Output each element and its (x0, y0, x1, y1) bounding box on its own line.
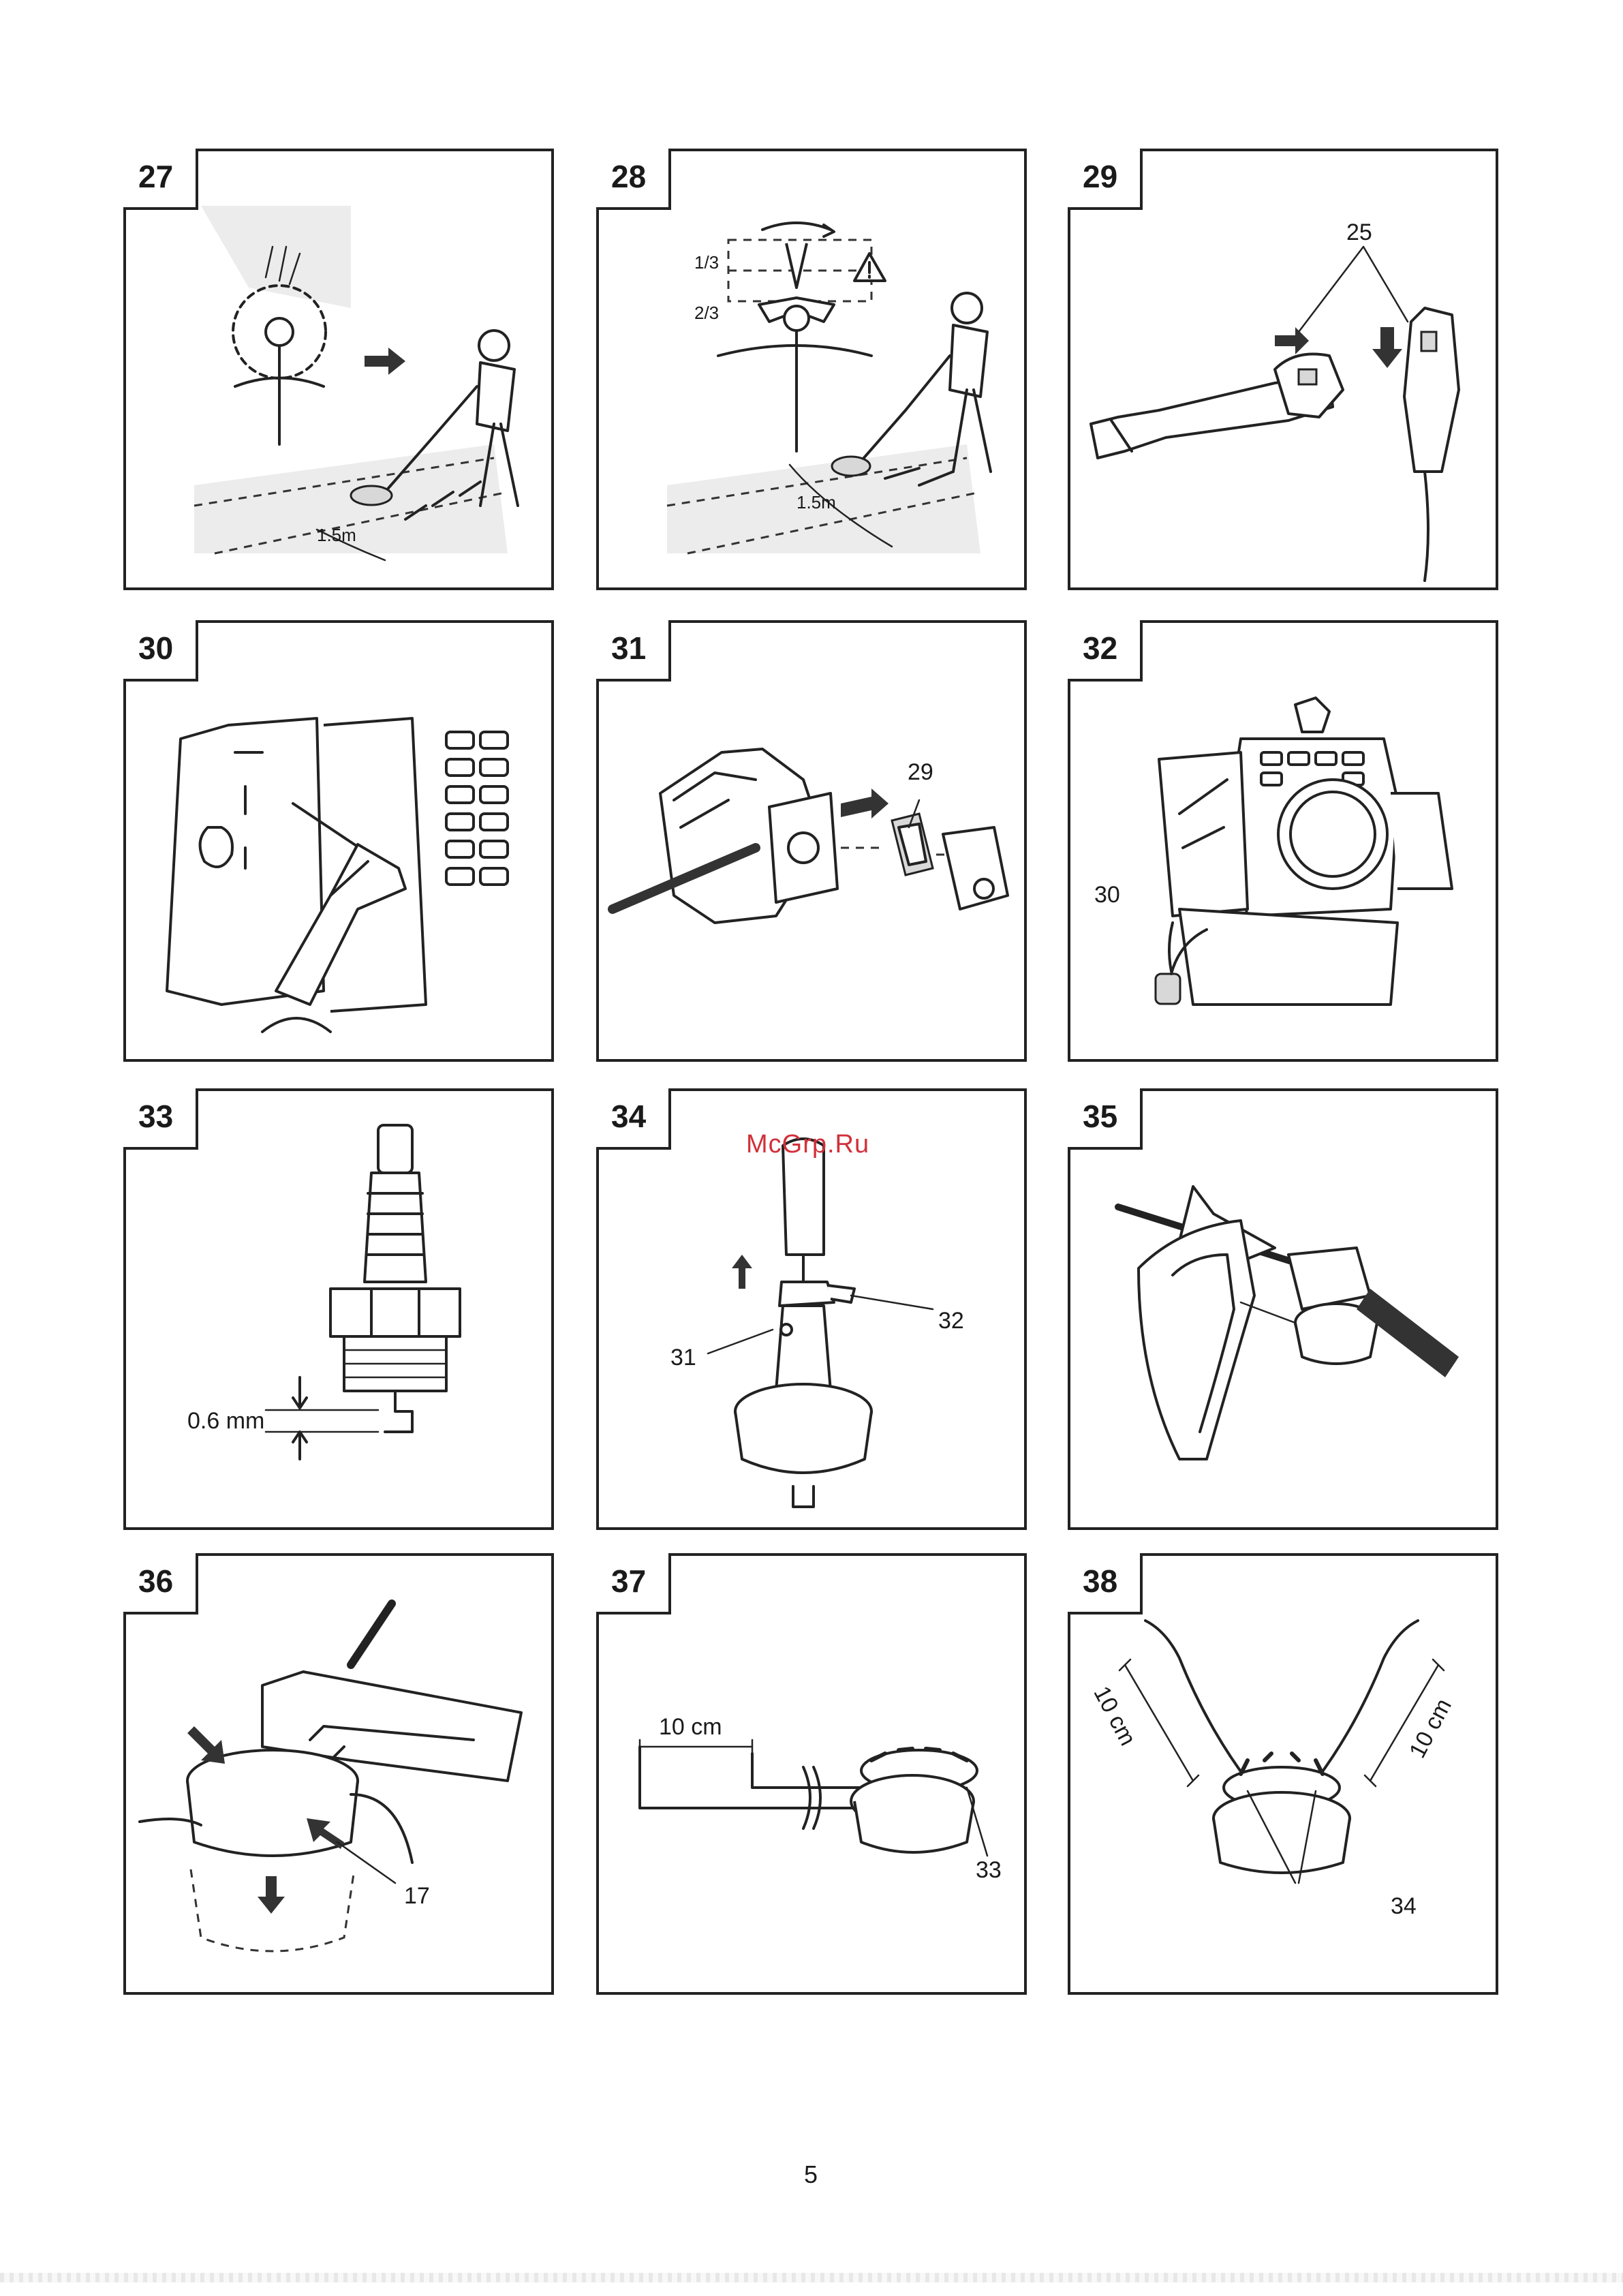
callout-33: 33 (976, 1857, 1002, 1884)
panel-number-tab: 33 (123, 1088, 198, 1150)
arrow-icon (187, 1726, 225, 1764)
panel-number-tab: 31 (596, 620, 671, 682)
panel-number: 29 (1083, 158, 1117, 195)
figure-panel-32: 32 30 (1068, 620, 1498, 1062)
panel-number-tab: 28 (596, 149, 671, 210)
page-number: 5 (804, 2160, 818, 2189)
panel-number-tab: 32 (1068, 620, 1143, 682)
blade-cutting-zone-illustration (599, 151, 1024, 587)
line-winding-illustration (599, 1556, 1024, 1992)
trimmer-cutting-illustration (126, 151, 551, 587)
panel-number: 36 (138, 1563, 173, 1599)
panel-number-tab: 30 (123, 620, 198, 682)
panel-number-tab: 36 (123, 1553, 198, 1614)
air-filter-removal-illustration (599, 623, 1024, 1059)
arrow-icon (365, 348, 405, 375)
panel-number: 28 (611, 158, 646, 195)
scan-edge (0, 2273, 1623, 2282)
distance-label: 1.5m (797, 492, 836, 513)
watermark: McGrp.Ru (746, 1130, 869, 1159)
lower-two-thirds-label: 2/3 (694, 303, 719, 324)
figure-panel-36: 36 17 (123, 1553, 554, 1995)
panel-number-tab: 34 (596, 1088, 671, 1150)
spark-plug-gap-illustration (126, 1091, 551, 1527)
callout-25: 25 (1346, 219, 1372, 246)
panel-number-tab: 29 (1068, 149, 1143, 210)
callout-29: 29 (908, 759, 933, 786)
callout-17: 17 (404, 1883, 430, 1910)
arrow-icon (1372, 327, 1402, 368)
panel-number: 30 (138, 630, 173, 667)
panel-number: 34 (611, 1098, 646, 1135)
figure-panel-37: 37 10 cm 33 (596, 1553, 1027, 1995)
panel-number: 33 (138, 1098, 173, 1135)
callout-31: 31 (670, 1345, 696, 1371)
figure-panel-27: 27 1.5m (123, 149, 554, 590)
arrow-icon (258, 1876, 285, 1914)
panel-number: 31 (611, 630, 646, 667)
figure-panel-30: 30 (123, 620, 554, 1062)
callout-30: 30 (1094, 882, 1120, 908)
figure-panel-29: 29 25 (1068, 149, 1498, 590)
panel-number: 27 (138, 158, 173, 195)
figure-panel-38: 38 10 cm 10 cm 34 (1068, 1553, 1498, 1995)
panel-number: 35 (1083, 1098, 1117, 1135)
engine-plug-cap-illustration (1070, 623, 1496, 1059)
panel-number-tab: 38 (1068, 1553, 1143, 1614)
line-length-after-winding-illustration (1070, 1556, 1496, 1992)
panel-number: 38 (1083, 1563, 1117, 1599)
figure-panel-33: 33 0.6 mm (123, 1088, 554, 1530)
panel-number-tab: 37 (596, 1553, 671, 1614)
throttle-handle-illustration (1070, 151, 1496, 587)
length-label: 10 cm (659, 1714, 722, 1741)
figure-panel-35: 35 (1068, 1088, 1498, 1530)
carburetor-adjustment-illustration (126, 623, 551, 1059)
figure-panel-31: 31 29 (596, 620, 1027, 1062)
arrow-icon (732, 1255, 752, 1289)
callout-32: 32 (938, 1308, 964, 1334)
figure-panel-28: 28 1/3 2/3 1.5m (596, 149, 1027, 590)
upper-third-label: 1/3 (694, 252, 719, 273)
callout-34: 34 (1391, 1893, 1417, 1920)
arrow-icon (841, 789, 888, 818)
panel-number: 37 (611, 1563, 646, 1599)
gap-measurement-label: 0.6 mm (187, 1408, 264, 1435)
panel-number-tab: 35 (1068, 1088, 1143, 1150)
guard-and-trimmer-head-illustration (1070, 1091, 1496, 1527)
distance-label: 1.5m (317, 525, 356, 546)
panel-number-tab: 27 (123, 149, 198, 210)
panel-number: 32 (1083, 630, 1117, 667)
line-spool-release-illustration (126, 1556, 551, 1992)
arrow-icon (1275, 327, 1309, 354)
warning-triangle-icon (854, 254, 885, 281)
